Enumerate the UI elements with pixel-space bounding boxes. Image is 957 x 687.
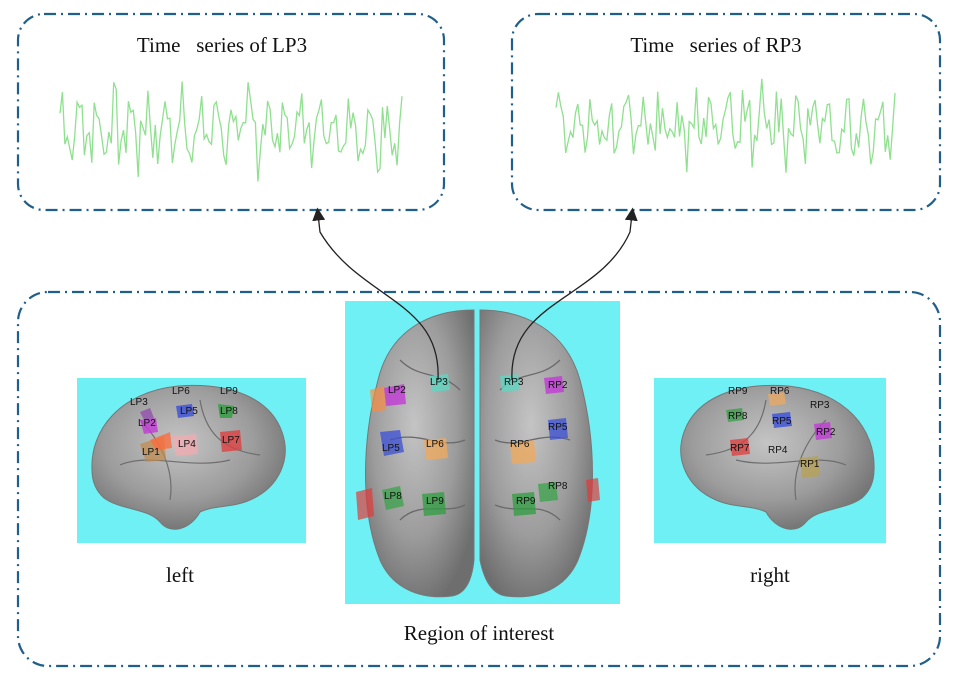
label-rp8-top: RP8	[548, 481, 568, 492]
label-rp9-top: RP9	[516, 496, 536, 507]
roi-panel-caption: Region of interest	[404, 621, 555, 645]
roi-top-rp6-patch	[510, 440, 536, 464]
label-rp4-right: RP4	[768, 445, 788, 456]
region-of-interest-panel: Region of interest	[16, 290, 942, 668]
label-lp2-top: LP2	[388, 385, 406, 396]
rp3-panel-border	[510, 12, 942, 212]
left-brain-shape	[91, 384, 286, 530]
roi-top-lp6-patch	[424, 438, 448, 460]
label-lp2-left: LP2	[138, 418, 156, 429]
roi-rp7-patch	[730, 438, 750, 456]
roi-top-rp8-patch	[538, 482, 558, 502]
label-rp5-right: RP5	[772, 416, 792, 427]
label-rp6-right: RP6	[770, 386, 790, 397]
roi-lp3-patch	[140, 408, 154, 420]
label-lp8-left: LP8	[220, 406, 238, 417]
roi-top-red-patch-left	[356, 488, 374, 520]
roi-top-red-patch-right	[586, 478, 600, 502]
lp3-panel-title: Time series of LP3	[137, 33, 307, 57]
roi-top-lp2-patch	[384, 384, 406, 406]
label-lp3-left: LP3	[130, 397, 148, 408]
roi-top-rp9-patch	[512, 492, 536, 516]
roi-top-lp9-patch	[422, 492, 446, 516]
roi-top-rp5-patch	[548, 418, 568, 440]
label-lp4-left: LP4	[178, 439, 196, 450]
left-view-caption: left	[166, 563, 194, 587]
label-lp8-top: LP8	[384, 491, 402, 502]
label-rp1-right: RP1	[800, 459, 820, 470]
roi-rp5-patch	[772, 412, 792, 428]
arrow-rp3-to-series	[511, 207, 638, 381]
label-rp6-top: RP6	[510, 439, 530, 450]
label-lp5-left: LP5	[180, 406, 198, 417]
label-rp2-top: RP2	[548, 380, 568, 391]
label-rp7-right: RP7	[730, 443, 750, 454]
label-lp1-left: LP1	[142, 447, 160, 458]
label-rp3-top: RP3	[504, 377, 524, 388]
lp3-time-series-panel: Time series of LP3	[16, 12, 446, 212]
roi-top-orange-patch-left	[370, 386, 386, 412]
rp3-signal-trace	[555, 78, 896, 173]
roi-top-rp2-patch	[544, 376, 564, 394]
rp3-time-series-panel: Time series of RP3	[510, 12, 942, 212]
top-brain-view: LP2 LP3 RP3 RP2 LP5 LP6 RP6 RP5 LP8 LP9 …	[345, 301, 620, 604]
label-lp6-left: LP6	[172, 386, 190, 397]
label-lp5-top: LP5	[382, 443, 400, 454]
rp3-panel-title: Time series of RP3	[630, 33, 801, 57]
right-view-caption: right	[750, 563, 790, 587]
lp3-panel-border	[16, 12, 446, 212]
roi-top-lp5-patch	[380, 430, 404, 456]
roi-rp1-patch	[800, 456, 820, 478]
roi-lp4-patch	[172, 434, 198, 456]
label-rp5-top: RP5	[548, 422, 568, 433]
roi-left-orange-patch	[150, 432, 172, 450]
label-lp6-top: LP6	[426, 439, 444, 450]
roi-rp8-patch	[726, 408, 744, 422]
roi-top-lp8-patch	[382, 486, 404, 510]
label-lp9-left: LP9	[220, 386, 238, 397]
left-brain-view: LP3 LP6 LP9 LP2 LP5 LP8 LP4 LP7 LP1 left	[77, 378, 306, 587]
roi-lp5-patch	[176, 404, 194, 418]
roi-top-lp3-patch	[430, 374, 450, 392]
arrow-lp3-to-series	[312, 207, 439, 381]
roi-rp2-patch	[814, 422, 832, 440]
label-lp7-left: LP7	[222, 435, 240, 446]
lp3-signal-trace	[59, 81, 403, 182]
roi-lp2-patch	[140, 418, 158, 434]
roi-lp7-patch	[220, 430, 242, 452]
right-brain-view: RP9 RP6 RP3 RP8 RP5 RP2 RP7 RP4 RP1 righ…	[654, 378, 886, 587]
roi-rp6-patch	[768, 392, 786, 406]
label-lp9-top: LP9	[426, 496, 444, 507]
label-rp8-right: RP8	[728, 411, 748, 422]
label-lp3-top: LP3	[430, 377, 448, 388]
label-rp9-right: RP9	[728, 386, 748, 397]
label-rp3-right: RP3	[810, 400, 830, 411]
roi-top-rp3-patch	[500, 374, 520, 392]
label-rp2-right: RP2	[816, 427, 836, 438]
roi-lp8-patch	[218, 404, 234, 418]
roi-panel-border	[16, 290, 942, 668]
